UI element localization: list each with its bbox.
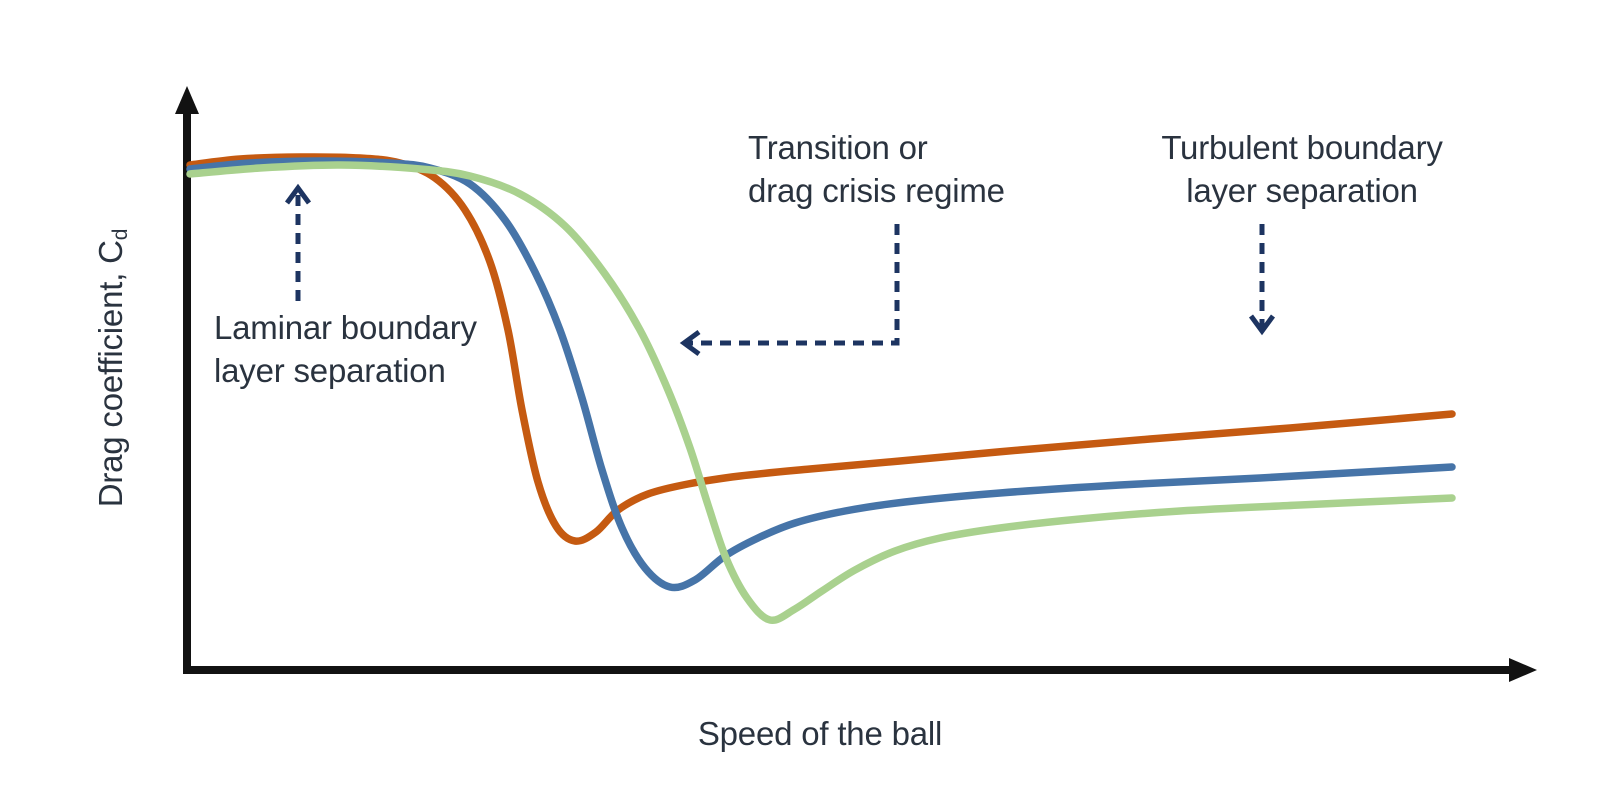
transition-drag-crisis-regime-arrowhead bbox=[679, 329, 701, 357]
y-axis-arrowhead bbox=[175, 86, 199, 114]
y-axis-label-subscript: d bbox=[109, 228, 132, 241]
annotation-laminar-separation: Laminar boundary layer separation bbox=[214, 306, 477, 392]
laminar-boundary-layer-separation-arrowhead bbox=[284, 183, 312, 205]
annotation-line: Transition or bbox=[748, 129, 928, 166]
annotation-line: drag crisis regime bbox=[748, 172, 1005, 209]
green-curve-path bbox=[186, 161, 1456, 624]
axes bbox=[175, 86, 1537, 682]
annotation-line: Laminar boundary bbox=[214, 309, 477, 346]
transition-drag-crisis-regime-arrow-line bbox=[684, 224, 900, 346]
turbulent-boundary-layer-separation-arrowhead bbox=[1248, 314, 1276, 336]
x-axis-arrowhead bbox=[1509, 658, 1537, 682]
y-axis-label: Drag coefficient, Cd bbox=[89, 229, 137, 508]
annotation-arrows bbox=[284, 183, 1276, 357]
annotation-line: Turbulent boundary bbox=[1161, 129, 1443, 166]
annotation-line: layer separation bbox=[214, 352, 446, 389]
y-axis-label-text: Drag coefficient, C bbox=[92, 240, 129, 508]
annotation-line: layer separation bbox=[1186, 172, 1418, 209]
annotation-transition-drag-crisis: Transition or drag crisis regime bbox=[748, 126, 1005, 212]
drag-curves bbox=[186, 153, 1456, 624]
x-axis-label: Speed of the ball bbox=[697, 715, 943, 752]
annotation-turbulent-separation: Turbulent boundary layer separation bbox=[1152, 126, 1452, 212]
